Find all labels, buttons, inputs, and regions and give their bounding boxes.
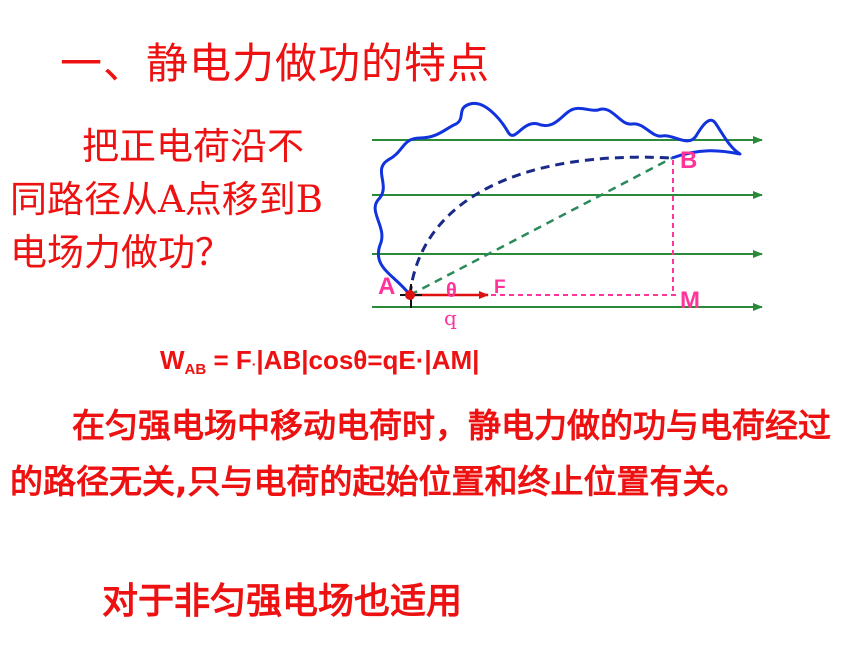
- page-title: 一、静电力做功的特点: [60, 39, 491, 88]
- charge-dot: [405, 290, 415, 300]
- dashed-chord-path: [409, 156, 673, 297]
- label-f: F: [494, 277, 506, 298]
- formula-part-1: = F: [206, 345, 252, 375]
- conclusion-text: 在匀强电场中移动电荷时，静电力做的功与电荷经过的路径无关,只与电荷的起始位置和终…: [10, 398, 850, 510]
- work-formula: WAB = F·|AB|cosθ=qE·|AM|: [160, 345, 479, 378]
- formula-w-sub: AB: [184, 361, 207, 378]
- formula-dot: ·: [251, 356, 257, 372]
- label-q: q: [444, 306, 457, 330]
- curved-path: [373, 101, 742, 296]
- dashed-arc-path: [408, 155, 673, 296]
- conclusion-body: 在匀强电场中移动电荷时，静电力做的功与电荷经过的路径无关,只与电荷的起始位置和终…: [10, 406, 831, 501]
- label-theta: θ: [446, 280, 457, 302]
- label-m: M: [680, 287, 700, 314]
- label-a: A: [378, 273, 395, 300]
- formula-part-2: |AB|cosθ=qE·|AM|: [256, 345, 480, 375]
- nonuniform-note: 对于非匀强电场也适用: [102, 581, 463, 622]
- formula-w: W: [160, 345, 185, 375]
- question-body: 把正电荷沿不同路径从A点移到B电场力做功？: [10, 125, 323, 274]
- question-text: 把正电荷沿不同路径从A点移到B电场力做功？: [10, 120, 330, 279]
- label-b: B: [680, 147, 697, 174]
